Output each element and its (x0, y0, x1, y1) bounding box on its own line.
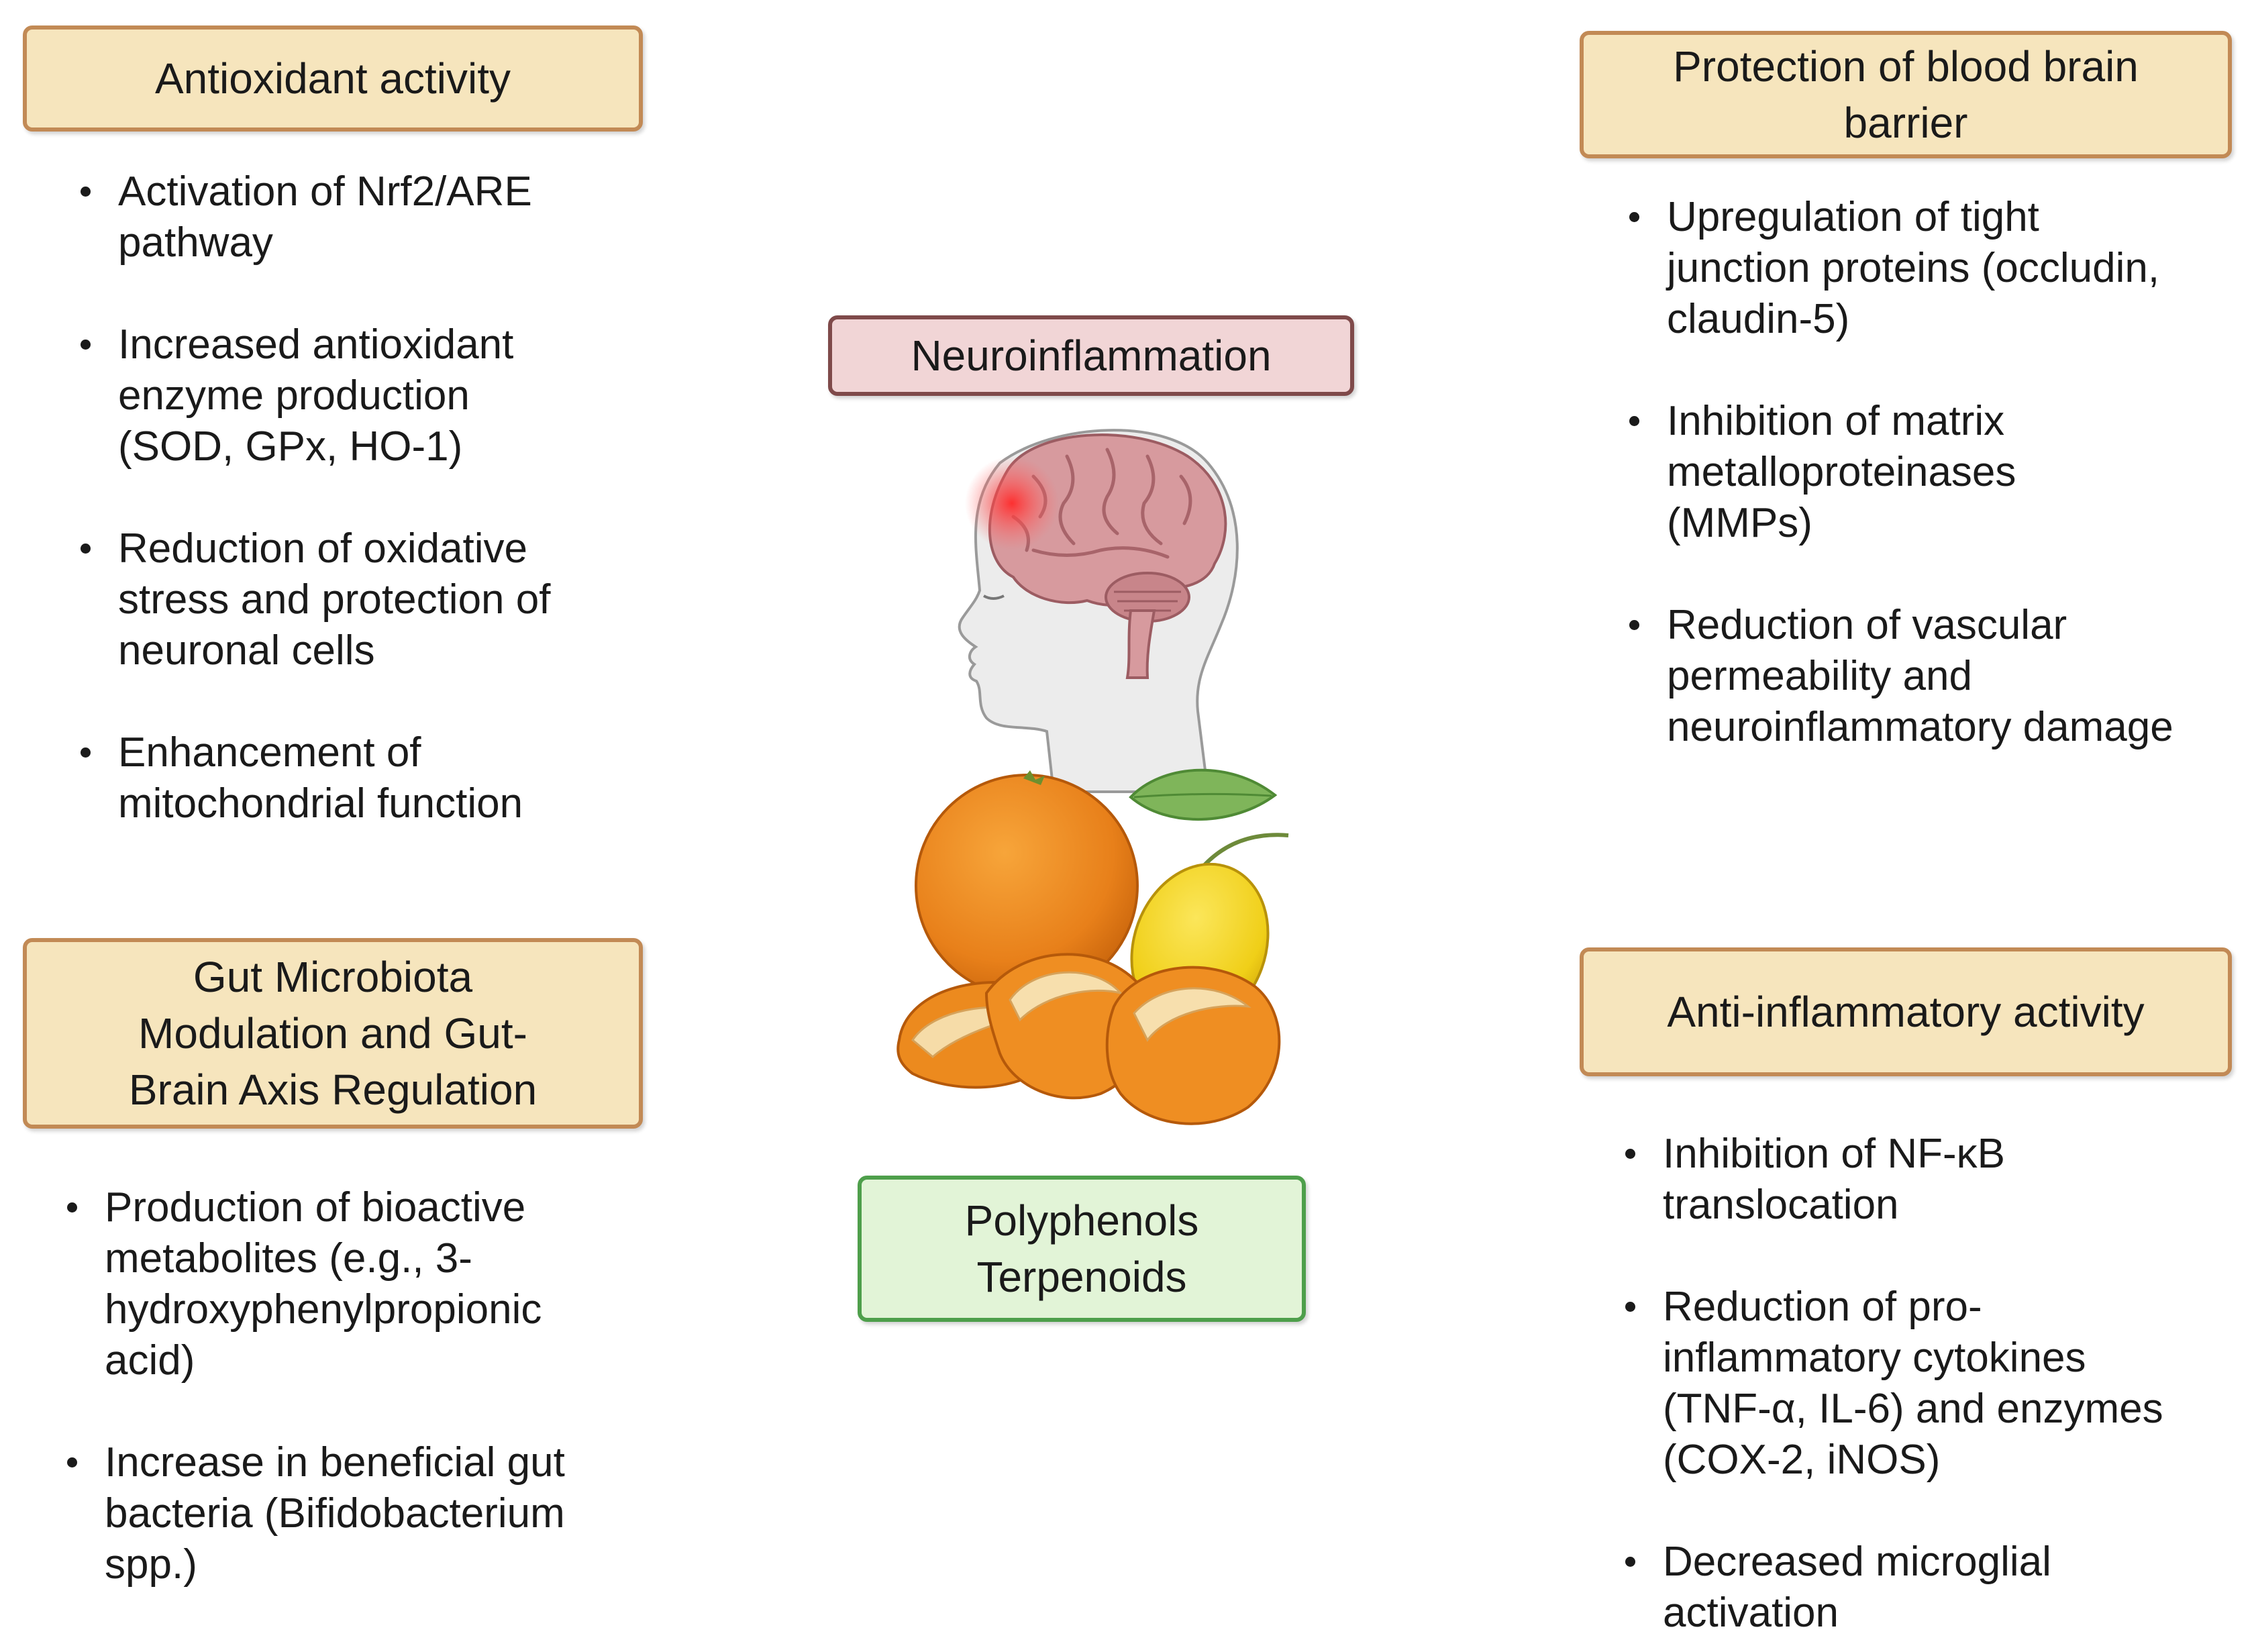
list-item: Reduction of oxidative stress and protec… (75, 523, 666, 676)
antioxidant-title: Antioxidant activity (154, 54, 511, 103)
central-illustration (897, 429, 1289, 1125)
bbb-title-line: barrier (1843, 99, 1968, 147)
blood-brain-barrier-list: Upregulation of tight junction proteins … (1624, 192, 2248, 753)
neuroinflammation-title: Neuroinflammation (911, 331, 1272, 380)
compounds-box: Polyphenols Terpenoids (858, 1176, 1306, 1322)
gut-title-line: Modulation and Gut- (138, 1009, 527, 1057)
antioxidant-box: Antioxidant activity (23, 25, 643, 132)
list-item: Increase in beneficial gut bacteria (Bif… (62, 1437, 666, 1590)
list-item: Enhancement of mitochondrial function (75, 727, 666, 829)
neuroinflammation-box: Neuroinflammation (828, 315, 1354, 396)
list-item: Reduction of vascular permeability and n… (1624, 600, 2248, 753)
bbb-title-line: Protection of blood brain (1673, 42, 2139, 91)
list-item: Activation of Nrf2/ARE pathway (75, 166, 666, 268)
list-item: Reduction of pro- inflammatory cytokines… (1620, 1282, 2244, 1486)
list-item: Inhibition of NF-κB translocation (1620, 1129, 2244, 1231)
gut-microbiota-list: Production of bioactive metabolites (e.g… (62, 1182, 666, 1590)
gut-title-line: Brain Axis Regulation (128, 1066, 538, 1114)
gut-microbiota-box: Gut Microbiota Modulation and Gut- Brain… (23, 938, 643, 1129)
anti-inflammatory-box: Anti-inflammatory activity (1580, 947, 2232, 1076)
gut-title-line: Gut Microbiota (193, 953, 473, 1001)
inflammation-glow-icon (965, 456, 1059, 550)
anti-inflammatory-list: Inhibition of NF-κB translocation Reduct… (1620, 1129, 2244, 1639)
anti-inflammatory-title: Anti-inflammatory activity (1667, 988, 2145, 1036)
list-item: Increased antioxidant enzyme production … (75, 319, 666, 472)
compound-polyphenols: Polyphenols (964, 1196, 1199, 1245)
list-item: Decreased microglial activation (1620, 1537, 2244, 1639)
blood-brain-barrier-box: Protection of blood brain barrier (1580, 31, 2232, 158)
orange-peel-icon (897, 953, 1281, 1125)
list-item: Production of bioactive metabolites (e.g… (62, 1182, 666, 1386)
list-item: Inhibition of matrix metalloproteinases … (1624, 396, 2248, 549)
list-item: Upregulation of tight junction proteins … (1624, 192, 2248, 345)
antioxidant-list: Activation of Nrf2/ARE pathway Increased… (75, 166, 666, 829)
compound-terpenoids: Terpenoids (976, 1253, 1187, 1301)
